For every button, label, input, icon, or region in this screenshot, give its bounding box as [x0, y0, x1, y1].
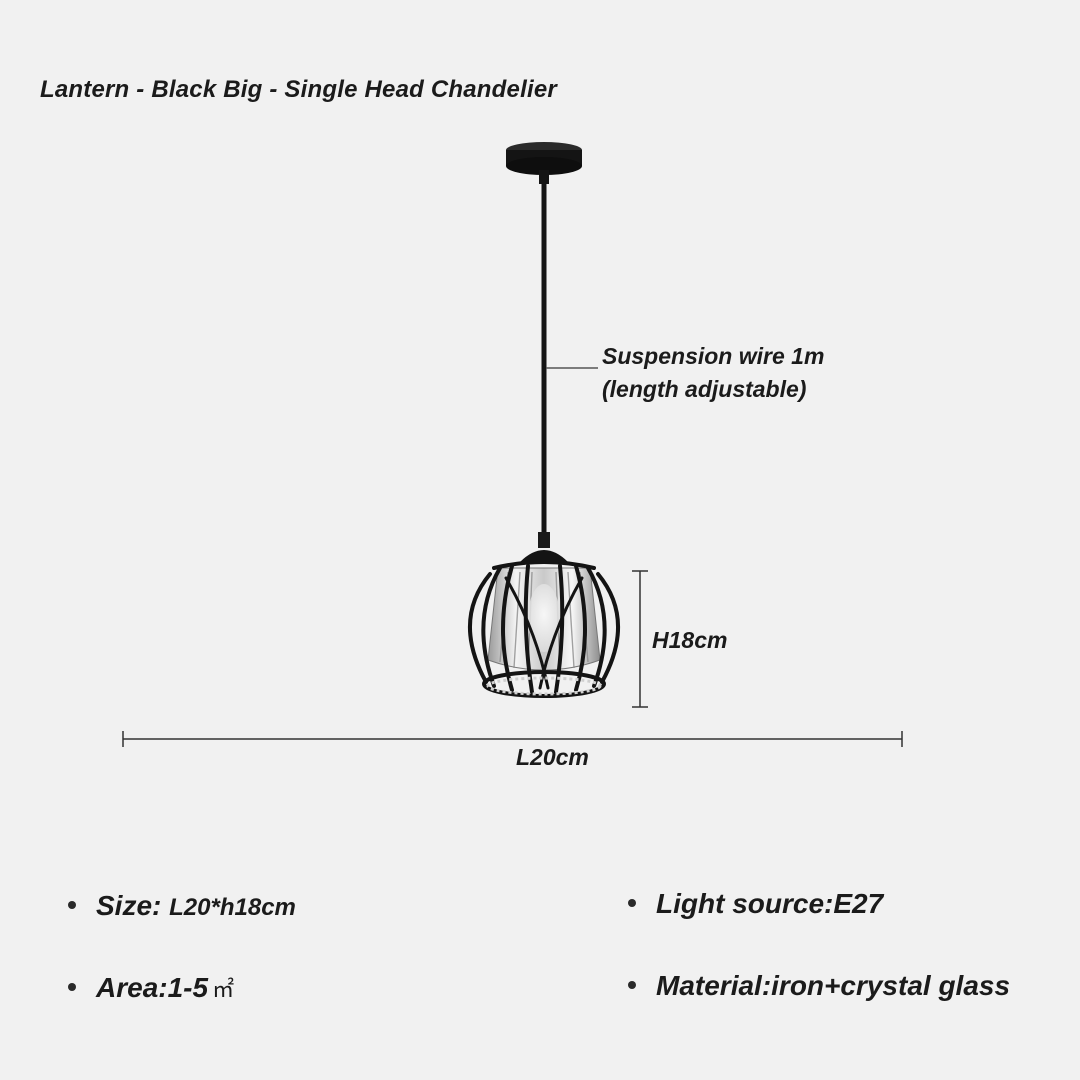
ceiling-canopy: [506, 142, 582, 184]
spec-size: Size: L20*h18cm: [68, 890, 296, 922]
spec-area-label: Area:1-5: [96, 972, 209, 1003]
bullet-dot-icon: [68, 983, 76, 991]
spec-size-separator: :: [152, 890, 170, 921]
spec-material-text: Material:iron+crystal glass: [656, 970, 1011, 1001]
page-title: Lantern - Black Big - Single Head Chande…: [40, 76, 557, 103]
bullet-dot-icon: [628, 899, 636, 907]
bullet-dot-icon: [628, 981, 636, 989]
length-dimension-line: [122, 731, 903, 747]
spec-size-label: Size: [96, 890, 153, 921]
bullet-dot-icon: [68, 901, 76, 909]
length-label: L20cm: [516, 744, 589, 770]
spec-light-source-text: Light source:E27: [656, 888, 884, 919]
pendant-lamp-icon: [468, 532, 620, 698]
wire-label-line1: Suspension wire 1m: [602, 343, 825, 369]
spec-material: Material:iron+crystal glass: [628, 970, 1010, 1002]
suspension-wire-label: Suspension wire 1m (length adjustable): [602, 340, 824, 406]
spec-size-value: L20*h18cm: [169, 894, 296, 921]
spec-light-source: Light source:E27: [628, 888, 883, 920]
spec-area-unit: ㎡: [212, 977, 235, 1002]
height-dimension-line: [632, 570, 648, 708]
height-label: H18cm: [652, 627, 728, 653]
wire-label-line2: (length adjustable): [602, 376, 807, 402]
